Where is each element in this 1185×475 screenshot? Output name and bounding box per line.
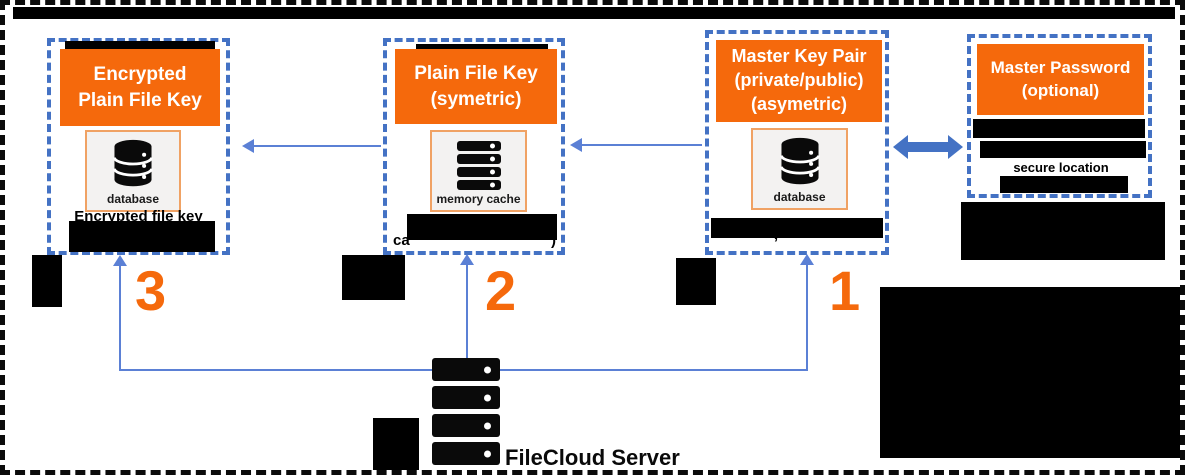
server-connector-vertical-box3	[806, 262, 808, 371]
double-arrow-shaft	[907, 142, 949, 152]
box4-header: Master Password (optional)	[977, 44, 1144, 115]
box2-caption-fragment-right: )	[551, 232, 556, 249]
step-number-1: 1	[829, 259, 861, 322]
box-master-key-pair: Master Key Pair (private/public) (asymet…	[705, 30, 889, 255]
box2-caption-fragment-left: ca	[393, 232, 410, 249]
step-number-3: 3	[135, 259, 167, 322]
redaction-under-box3	[676, 258, 716, 305]
redaction-large-bottom-right	[880, 287, 1180, 458]
redaction-box1-caption	[69, 221, 215, 252]
redaction-below-box4	[961, 202, 1165, 260]
double-arrow-right-head	[948, 135, 963, 159]
arrow-box3-to-box2-head	[570, 138, 582, 152]
box2-header: Plain File Key (symetric)	[395, 49, 557, 124]
redaction-under-box2	[342, 255, 405, 300]
box3-icon-box: database	[751, 128, 848, 210]
redaction-box4-line3	[1000, 176, 1128, 193]
server-connector-box1-head	[113, 255, 127, 266]
box3-icon-label: database	[773, 190, 826, 204]
box2-icon-box: memory cache	[430, 130, 527, 212]
redaction-title-bar	[13, 7, 1175, 19]
server-icon	[432, 358, 500, 465]
box3-header: Master Key Pair (private/public) (asymet…	[716, 40, 882, 122]
step-number-2: 2	[485, 259, 517, 322]
box-encrypted-plain-file-key: Encrypted Plain File Key database Encryp…	[47, 38, 230, 255]
server-connector-box2-head	[460, 254, 474, 265]
box1-header: Encrypted Plain File Key	[60, 49, 220, 126]
server-connector-vertical-box2	[466, 262, 468, 360]
box-plain-file-key: Plain File Key (symetric) memory cache c…	[383, 38, 565, 255]
box1-icon-box: database	[85, 130, 181, 212]
double-arrow-left-head	[893, 135, 908, 159]
server-label: FileCloud Server	[505, 445, 680, 470]
redaction-box3-caption	[711, 218, 883, 238]
arrow-box3-to-box2-line	[581, 144, 702, 146]
database-icon	[113, 139, 153, 187]
server-connector-vertical-box1	[119, 264, 121, 371]
redaction-box4-line2	[980, 141, 1146, 158]
redaction-left-edge	[32, 255, 62, 307]
redaction-box2-top	[416, 44, 548, 50]
box1-caption: Encrypted file key	[74, 208, 203, 225]
redaction-box4-line1	[973, 119, 1145, 138]
box1-icon-label: database	[106, 192, 160, 206]
box2-icon-label: memory cache	[436, 192, 521, 206]
memory-cache-icon	[456, 141, 501, 190]
redaction-box1-top	[65, 41, 215, 49]
arrow-box2-to-box1-line	[253, 145, 381, 147]
arrow-box2-to-box1-head	[242, 139, 254, 153]
database-icon	[779, 137, 820, 185]
redaction-box2-caption	[407, 214, 557, 240]
box-master-password: Master Password (optional) secure locati…	[967, 34, 1152, 198]
redaction-near-server	[373, 418, 419, 470]
box4-secure-location-label: secure location	[995, 158, 1127, 176]
server-connector-box3-head	[800, 254, 814, 265]
